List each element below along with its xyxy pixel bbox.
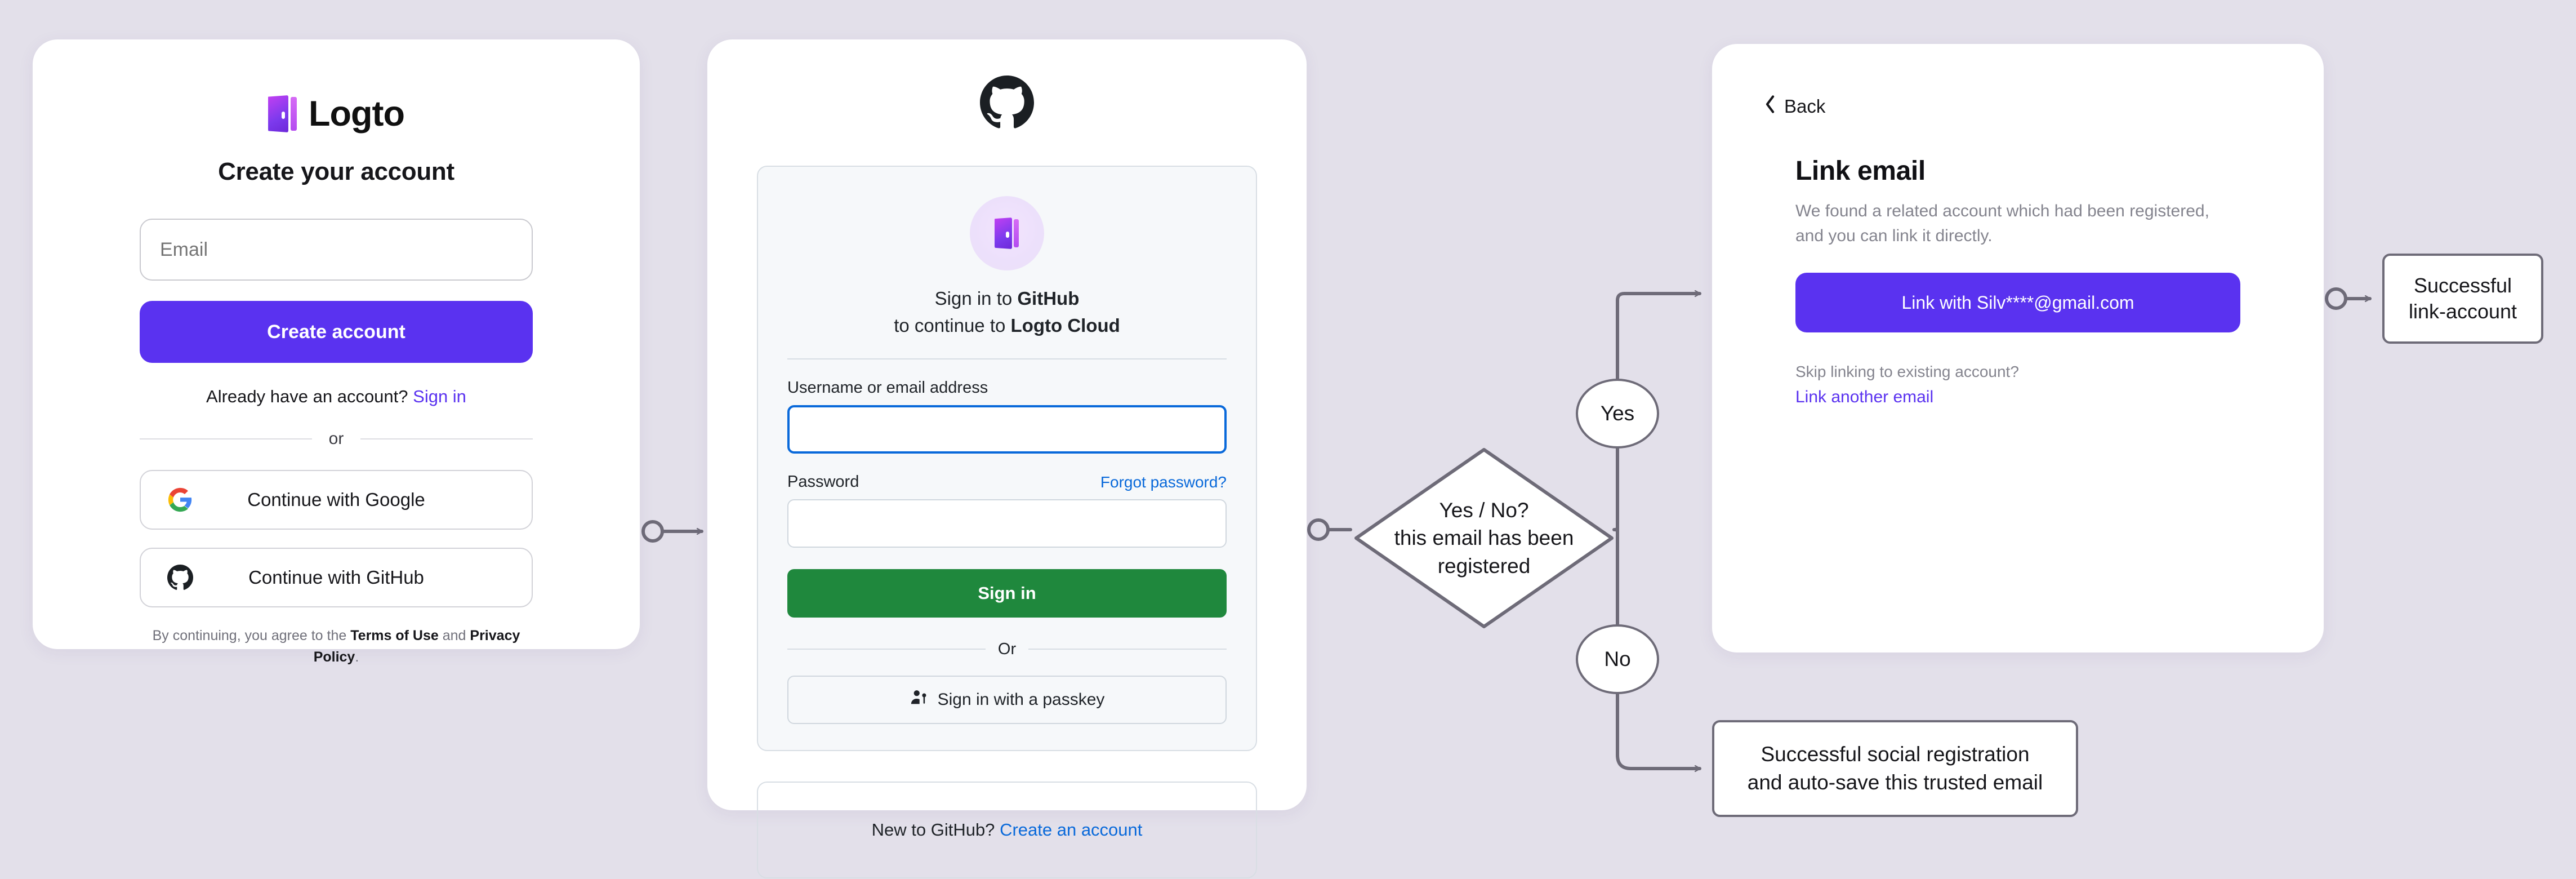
- divider-rule-left: [787, 649, 986, 650]
- chevron-left-icon: [1764, 95, 1776, 118]
- username-input[interactable]: [787, 405, 1227, 454]
- divider-rule-right: [1028, 649, 1227, 650]
- username-label: Username or email address: [787, 378, 988, 397]
- email-field[interactable]: [140, 219, 533, 281]
- heading-line2-strong: Logto Cloud: [1010, 314, 1120, 336]
- heading-line1-strong: GitHub: [1017, 288, 1080, 309]
- outcome-successful-link-account: Successful link-account: [2382, 254, 2543, 344]
- legal-prefix: By continuing, you agree to the: [152, 628, 347, 643]
- forgot-password-link[interactable]: Forgot password?: [1100, 473, 1227, 491]
- continue-with-github-label: Continue with GitHub: [248, 567, 424, 588]
- logto-brand-name: Logto: [309, 94, 405, 134]
- continue-with-github-button[interactable]: Continue with GitHub: [140, 548, 533, 607]
- logto-door-icon: [268, 95, 297, 132]
- divider-rule-right: [360, 438, 533, 440]
- logto-signup-card: Logto Create your account Create account…: [33, 39, 640, 665]
- link-email-title: Link email: [1795, 156, 1926, 186]
- continue-with-google-button[interactable]: Continue with Google: [140, 470, 533, 530]
- github-signin-card: Sign in to GitHub to continue to Logto C…: [707, 39, 1307, 878]
- terms-of-use-link[interactable]: Terms of Use: [350, 628, 439, 643]
- avatar: [970, 196, 1044, 270]
- link-another-email-link[interactable]: Link another email: [1795, 388, 1934, 406]
- back-label: Back: [1784, 96, 1826, 117]
- password-row: Password Forgot password?: [787, 473, 1227, 491]
- divider-label: Or: [997, 640, 1017, 658]
- divider-rule-left: [140, 438, 312, 440]
- passkey-label: Sign in with a passkey: [937, 690, 1105, 709]
- decision-diamond: Yes / No? this email has been registered: [1352, 445, 1616, 631]
- passkey-person-key-icon: [910, 688, 929, 712]
- back-button[interactable]: Back: [1764, 95, 2324, 118]
- heading-line1-prefix: Sign in to: [934, 288, 1018, 309]
- legal-suffix: .: [355, 649, 359, 665]
- signin-with-passkey-button[interactable]: Sign in with a passkey: [787, 675, 1227, 724]
- password-label: Password: [787, 472, 859, 491]
- outcome-link-line-1: Successful: [2413, 273, 2512, 297]
- github-signup-footer: New to GitHub? Create an account: [757, 781, 1257, 878]
- google-icon: [167, 486, 194, 513]
- signin-prompt-text: Already have an account?: [206, 387, 408, 406]
- decision-line-2: this email has been: [1394, 526, 1574, 550]
- logto-brand: Logto: [140, 94, 533, 134]
- divider-label: or: [328, 429, 344, 448]
- heading-line2-prefix: to continue to: [894, 314, 1011, 336]
- signin-button[interactable]: Sign in: [787, 569, 1227, 618]
- signin-prompt-row: Already have an account? Sign in: [140, 387, 533, 407]
- branch-node-yes: Yes: [1576, 379, 1659, 449]
- outcome-successful-social-registration: Successful social registration and auto-…: [1712, 720, 2078, 817]
- link-email-description: We found a related account which had bee…: [1795, 202, 2209, 245]
- outcome-social-line-2: and auto-save this trusted email: [1747, 771, 2043, 794]
- outcome-link-line-2: link-account: [2408, 300, 2517, 323]
- skip-linking-prompt: Skip linking to existing account?: [1795, 363, 2019, 380]
- github-mark-icon: [707, 39, 1307, 130]
- link-email-card: Back Link email We found a related accou…: [1712, 44, 2324, 652]
- privacy-policy-link[interactable]: Privacy Policy: [313, 628, 520, 665]
- divider-or: Or: [787, 640, 1227, 659]
- password-input[interactable]: [787, 499, 1227, 548]
- branch-node-no: No: [1576, 624, 1659, 694]
- create-account-button[interactable]: Create account: [140, 301, 533, 363]
- legal-and: and: [442, 628, 466, 643]
- create-an-account-link[interactable]: Create an account: [1000, 819, 1143, 840]
- decision-line-3: registered: [1437, 554, 1531, 578]
- divider-or: or: [140, 429, 533, 449]
- link-with-email-button[interactable]: Link with Silv****@gmail.com: [1795, 273, 2240, 332]
- branch-yes-label: Yes: [1600, 402, 1635, 425]
- outcome-social-line-1: Successful social registration: [1761, 743, 2030, 766]
- page-title: Create your account: [218, 158, 454, 185]
- signin-link[interactable]: Sign in: [413, 387, 466, 406]
- continue-with-google-label: Continue with Google: [247, 489, 425, 510]
- footer-prompt: New to GitHub?: [871, 819, 995, 840]
- github-icon: [167, 564, 194, 591]
- branch-no-label: No: [1604, 647, 1631, 671]
- decision-label: Yes / No? this email has been registered: [1352, 445, 1616, 631]
- github-signin-heading: Sign in to GitHub to continue to Logto C…: [787, 285, 1227, 339]
- decision-line-1: Yes / No?: [1439, 498, 1529, 522]
- legal-notice: By continuing, you agree to the Terms of…: [140, 625, 533, 668]
- form-divider: [787, 358, 1227, 359]
- github-signin-form: Sign in to GitHub to continue to Logto C…: [757, 166, 1257, 751]
- logto-door-icon: [995, 217, 1019, 249]
